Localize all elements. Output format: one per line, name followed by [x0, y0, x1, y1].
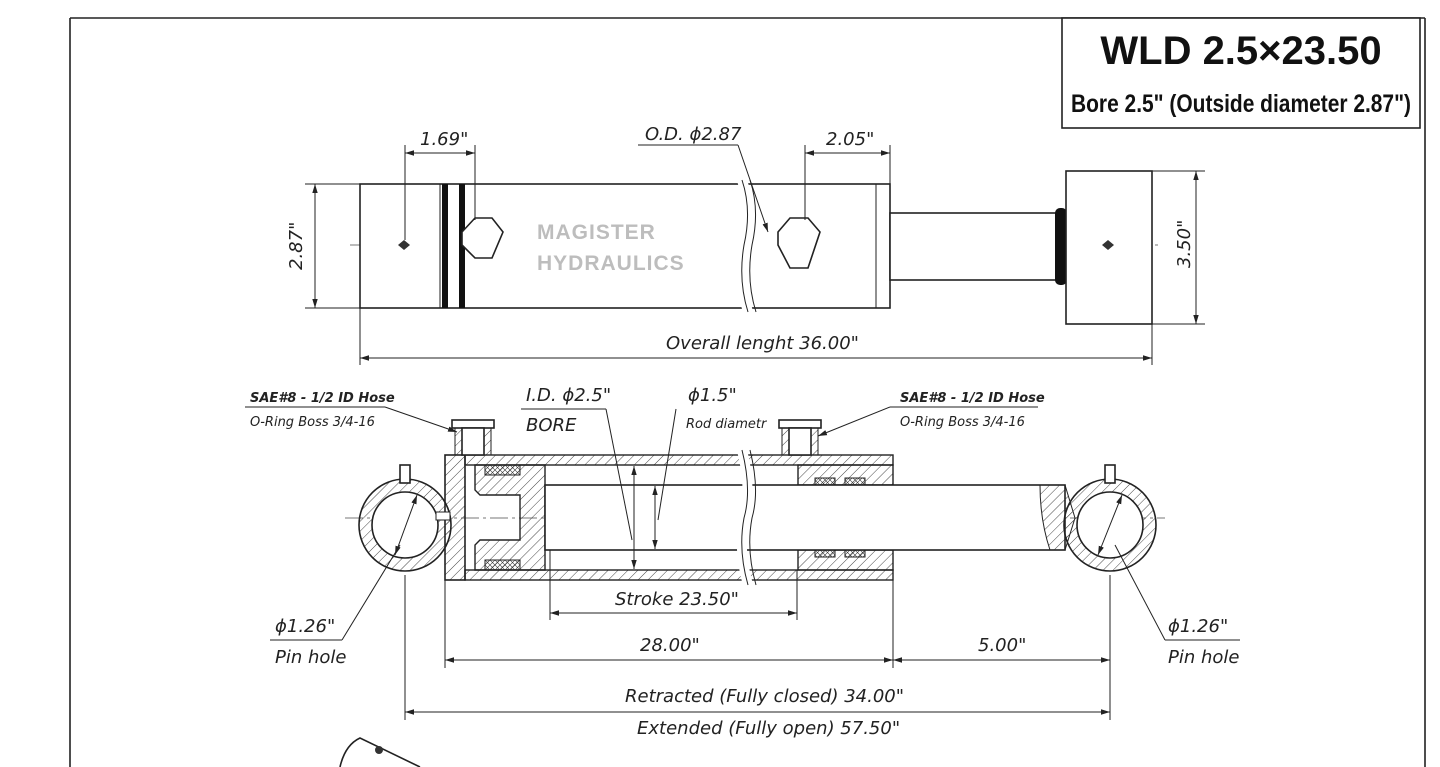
pin-right-label: Pin hole — [1168, 647, 1239, 668]
dim-clevis-height: 3.50" — [1174, 220, 1195, 268]
port-hex-left — [461, 217, 504, 259]
dim-port-left: 1.69" — [420, 129, 468, 150]
rod — [889, 212, 1061, 281]
retracted-length: Retracted (Fully closed) 34.00" — [625, 686, 904, 707]
model-title: WLD 2.5×23.50 — [1100, 29, 1381, 73]
pin-eye-left — [358, 464, 452, 572]
rod-label: Rod diametr — [686, 417, 768, 432]
section-port-left — [451, 419, 495, 456]
pin-eye-right — [1063, 464, 1157, 572]
overall-length: Overall lenght 36.00" — [666, 333, 859, 354]
port-hex-right — [777, 217, 821, 269]
bore-label: BORE — [526, 415, 577, 436]
dim-port-right: 2.05" — [826, 129, 874, 150]
rod-diameter: ϕ1.5" — [688, 385, 737, 406]
dim-5: 5.00" — [978, 635, 1026, 656]
watermark-line1: MAGISTER — [537, 221, 656, 244]
pin-left-diameter: ϕ1.26" — [275, 616, 335, 637]
grease-fitting-left — [398, 240, 410, 250]
dim-28: 28.00" — [640, 635, 700, 656]
dim-body-height: 2.87" — [286, 222, 307, 270]
extended-length: Extended (Fully open) 57.50" — [637, 718, 900, 739]
port-left-spec: SAE#8 - 1/2 ID Hose — [250, 391, 395, 406]
section-port-right — [778, 419, 822, 456]
pin-left-label: Pin hole — [275, 647, 346, 668]
pin-right-diameter: ϕ1.26" — [1168, 616, 1228, 637]
isometric-view-partial — [339, 737, 421, 767]
port-left-boss: O-Ring Boss 3/4-16 — [250, 415, 375, 430]
port-right-boss: O-Ring Boss 3/4-16 — [900, 415, 1025, 430]
port-right-spec: SAE#8 - 1/2 ID Hose — [900, 391, 1045, 406]
top-view: MAGISTER HYDRAULICS 1.69" 2.05" O.D. ϕ2.… — [286, 124, 1205, 365]
bore-id: I.D. ϕ2.5" — [526, 385, 611, 406]
section-view: SAE#8 - 1/2 ID Hose O-Ring Boss 3/4-16 S… — [245, 385, 1240, 739]
dim-outside-diameter: O.D. ϕ2.87 — [645, 124, 742, 145]
title-block: WLD 2.5×23.50 Bore 2.5" (Outside diamete… — [1061, 17, 1421, 129]
watermark-line2: HYDRAULICS — [537, 252, 685, 275]
stroke-dimension: Stroke 23.50" — [615, 589, 739, 610]
bore-subtitle: Bore 2.5" (Outside diameter 2.87") — [1071, 90, 1411, 118]
